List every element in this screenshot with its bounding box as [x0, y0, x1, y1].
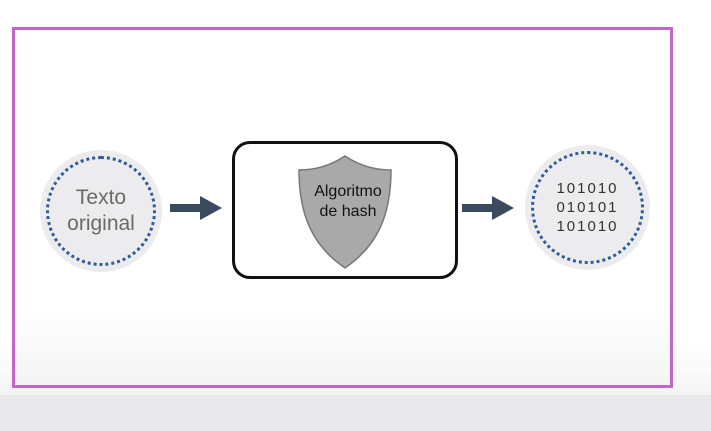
hash-label-line2: de hash: [319, 203, 377, 220]
input-circle: Texto original: [40, 150, 162, 272]
input-label-line2: original: [67, 212, 135, 235]
output-circle: 101010 010101 101010: [525, 145, 650, 270]
bits-row: 101010: [556, 218, 619, 235]
input-label-line1: Texto: [75, 186, 127, 209]
bits-row: 101010: [556, 180, 619, 197]
right-arrow-icon: [462, 196, 514, 220]
hash-algorithm-box: Algoritmo de hash: [232, 141, 458, 279]
dotted-ring: [531, 151, 644, 264]
bottom-strip: [0, 395, 711, 431]
shield-icon: [298, 155, 392, 269]
right-arrow-icon: [170, 196, 222, 220]
dotted-ring: [46, 156, 156, 266]
hash-algorithm-label: Algoritmo de hash: [235, 182, 461, 222]
hash-output: 101010 010101 101010: [556, 179, 618, 236]
hash-label-line1: Algoritmo: [314, 183, 382, 200]
bits-row: 010101: [556, 199, 619, 216]
input-label: Texto original: [67, 185, 135, 237]
